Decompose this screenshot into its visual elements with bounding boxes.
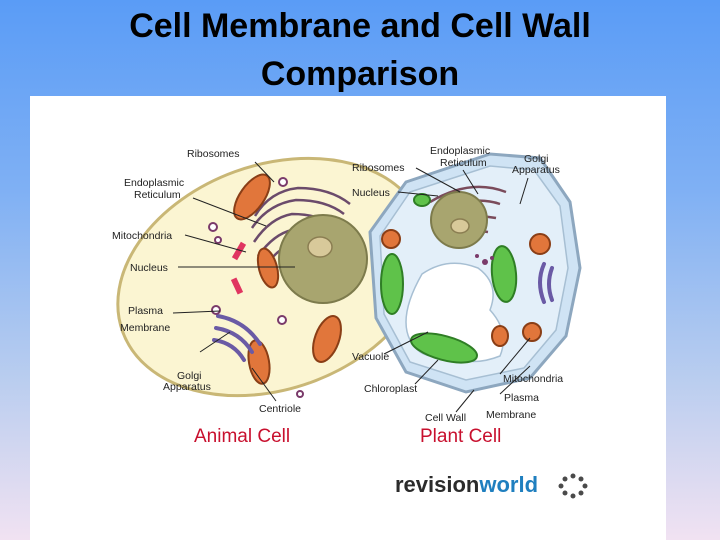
plant-pointer-lines — [383, 167, 531, 413]
slide-title: Cell Membrane and Cell Wall Comparison — [0, 2, 720, 98]
brand-part-2: world — [478, 472, 538, 497]
animal-label-mitochondria: Mitochondria — [112, 230, 172, 242]
plant-label-cell-wall: Cell Wall — [425, 412, 466, 424]
dotted-circle-icon — [558, 473, 588, 499]
plant-golgi-apparatus — [538, 262, 554, 304]
revisionworld-logo: revisionworld — [395, 472, 588, 499]
animal-label-plasma-line1: Plasma — [128, 305, 163, 317]
plant-label-golgi-line2: Apparatus — [512, 164, 560, 176]
animal-centriole — [230, 241, 247, 295]
plant-nucleolus — [450, 218, 470, 234]
plant-chloroplasts — [380, 193, 518, 364]
animal-cell: Ribosomes Endoplasmic Reticulum Mitochon… — [112, 148, 430, 447]
animal-label-plasma-line2: Membrane — [120, 322, 170, 334]
plant-label-mitochondria: Mitochondria — [503, 373, 563, 385]
plant-label-plasma-line1: Plasma — [504, 392, 539, 404]
animal-vesicles — [208, 177, 304, 398]
diagram-panel: Ribosomes Endoplasmic Reticulum Mitochon… — [30, 96, 666, 540]
brand-wordmark: revisionworld — [395, 472, 538, 497]
plant-label-nucleus: Nucleus — [352, 187, 390, 199]
animal-label-golgi-line1: Golgi — [177, 370, 202, 382]
animal-label-er-line1: Endoplasmic — [124, 177, 184, 189]
plant-label-ribosomes: Ribosomes — [352, 162, 405, 174]
plant-ribosomes — [475, 254, 494, 265]
plant-cell: Endoplasmic Reticulum Golgi Apparatus Ri… — [352, 145, 582, 447]
plant-label-plasma-line2: Membrane — [486, 409, 536, 421]
animal-cell-heading: Animal Cell — [194, 426, 290, 447]
cell-diagram: Ribosomes Endoplasmic Reticulum Mitochon… — [112, 145, 588, 499]
animal-pointer-lines — [172, 161, 295, 402]
animal-label-ribosomes: Ribosomes — [187, 148, 240, 160]
title-line-2: Comparison — [260, 55, 460, 93]
plant-cell-heading: Plant Cell — [420, 426, 501, 447]
plant-mitochondria — [381, 229, 551, 347]
plant-label-er-line2: Reticulum — [440, 157, 487, 169]
animal-label-nucleus: Nucleus — [130, 262, 168, 274]
animal-nucleolus — [307, 236, 333, 258]
brand-part-1: revision — [395, 472, 479, 497]
animal-nucleus — [278, 214, 368, 304]
title-line-1: Cell Membrane and Cell Wall — [129, 7, 591, 45]
plant-label-chloroplast: Chloroplast — [364, 383, 417, 395]
animal-label-er-line2: Reticulum — [134, 189, 181, 201]
plant-label-er-line1: Endoplasmic — [430, 145, 490, 157]
animal-label-centriole: Centriole — [259, 403, 301, 415]
plant-label-golgi-line1: Golgi — [524, 153, 549, 165]
plant-label-vacuole: Vacuole — [352, 351, 389, 363]
animal-label-golgi-line2: Apparatus — [163, 381, 211, 393]
